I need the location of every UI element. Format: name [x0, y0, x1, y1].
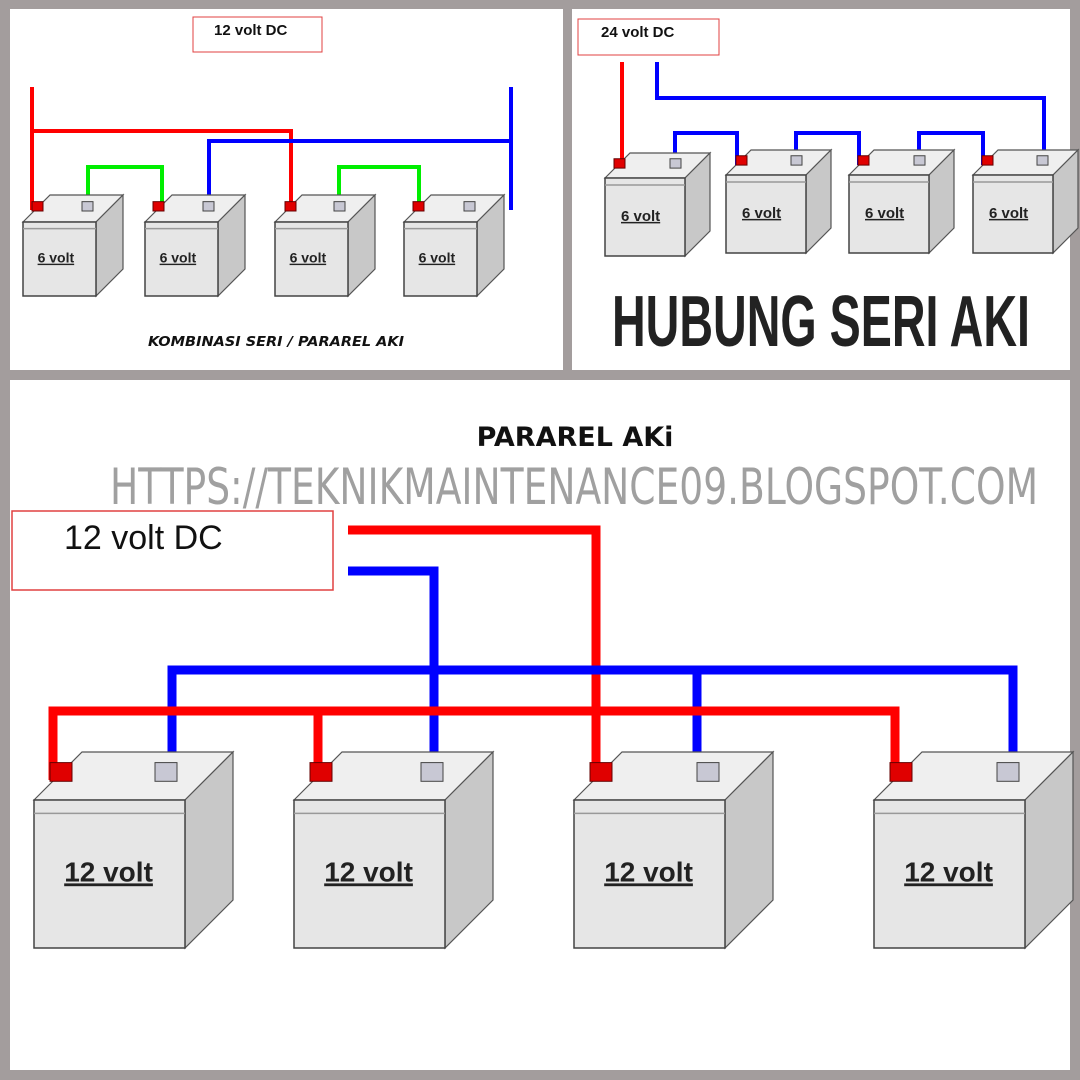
positive-terminal	[309, 762, 333, 782]
negative-bus	[207, 139, 511, 210]
battery-front	[144, 221, 219, 297]
battery-4: 6 volt	[402, 193, 506, 298]
battery-front	[604, 177, 686, 257]
negative-terminal	[669, 158, 682, 169]
negative-lead	[655, 62, 1046, 165]
positive-terminal	[49, 762, 73, 782]
series-link	[917, 131, 985, 165]
battery-label: 12 volt	[604, 856, 693, 887]
series-link	[673, 131, 739, 165]
battery-front	[873, 799, 1026, 949]
panel-combination-bg	[10, 9, 563, 370]
battery-front	[22, 221, 97, 297]
supply-label: 24 volt DC	[601, 24, 675, 41]
battery-front	[848, 174, 930, 254]
battery-3: 6 volt	[273, 193, 377, 298]
battery-front	[403, 221, 478, 297]
battery-label: 12 volt	[64, 856, 153, 887]
battery-2: 6 volt	[724, 148, 833, 255]
battery-label: 12 volt	[904, 856, 993, 887]
battery-label: 6 volt	[38, 250, 75, 266]
positive-lead	[348, 525, 601, 780]
negative-terminal	[913, 155, 926, 166]
negative-terminal	[996, 762, 1020, 782]
battery-front	[725, 174, 807, 254]
caption: KOMBINASI SERI / PARAREL AKI	[148, 335, 404, 350]
battery-label: 6 volt	[621, 208, 660, 225]
battery-4: 12 volt	[872, 750, 1075, 950]
battery-3: 6 volt	[847, 148, 956, 255]
negative-terminal	[696, 762, 720, 782]
supply-label-box	[11, 510, 334, 591]
battery-label: 6 volt	[419, 250, 456, 266]
battery-front	[293, 799, 446, 949]
series-link	[86, 165, 164, 210]
supply-label-box	[192, 16, 323, 53]
supply-label: 12 volt DC	[64, 519, 223, 557]
negative-terminal	[790, 155, 803, 166]
negative-terminal	[420, 762, 444, 782]
negative-terminal	[1036, 155, 1049, 166]
positive-bus	[32, 129, 293, 210]
series-link	[337, 165, 421, 210]
series-link	[794, 131, 861, 165]
negative-bus	[167, 665, 1018, 778]
battery-front	[274, 221, 349, 297]
positive-terminal	[735, 155, 748, 166]
battery-label: 6 volt	[160, 250, 197, 266]
positive-terminal	[857, 155, 870, 166]
panel-combination: 12 volt DC KOMBINASI SERI / PARAREL AKI …	[10, 9, 563, 370]
battery-front	[972, 174, 1054, 254]
positive-terminal	[613, 158, 626, 169]
negative-terminal	[154, 762, 178, 782]
battery-label: 6 volt	[290, 250, 327, 266]
positive-terminal	[31, 201, 44, 212]
battery-4: 6 volt	[971, 148, 1080, 255]
positive-terminal	[284, 201, 297, 212]
supply-label-box	[577, 18, 720, 56]
positive-terminal	[981, 155, 994, 166]
positive-bus	[48, 706, 900, 780]
battery-front	[573, 799, 726, 949]
watermark-url: HTTPS://TEKNIKMAINTENANCE09.BLOGSPOT.COM	[110, 458, 1038, 516]
battery-front	[33, 799, 186, 949]
negative-terminal	[81, 201, 94, 212]
panel-title: PARAREL AKi	[477, 422, 674, 453]
battery-1: 6 volt	[603, 151, 712, 258]
battery-2: 6 volt	[143, 193, 247, 298]
positive-terminal	[412, 201, 425, 212]
battery-3: 12 volt	[572, 750, 775, 950]
negative-terminal	[202, 201, 215, 212]
negative-terminal	[463, 201, 476, 212]
battery-label: 12 volt	[324, 856, 413, 887]
battery-label: 6 volt	[742, 205, 781, 222]
battery-2: 12 volt	[292, 750, 495, 950]
positive-terminal	[152, 201, 165, 212]
battery-label: 6 volt	[865, 205, 904, 222]
supply-label: 12 volt DC	[214, 22, 288, 39]
battery-1: 12 volt	[32, 750, 235, 950]
positive-terminal	[589, 762, 613, 782]
panel-parallel: PARAREL AKi HTTPS://TEKNIKMAINTENANCE09.…	[10, 380, 1075, 1070]
battery-label: 6 volt	[989, 205, 1028, 222]
battery-1: 6 volt	[21, 193, 125, 298]
panel-series: 24 volt DC HUBUNG SERI AKI 6 volt 6 volt 6…	[572, 9, 1080, 370]
panel-title: HUBUNG SERI AKI	[612, 282, 1030, 362]
positive-terminal	[889, 762, 913, 782]
negative-terminal	[333, 201, 346, 212]
